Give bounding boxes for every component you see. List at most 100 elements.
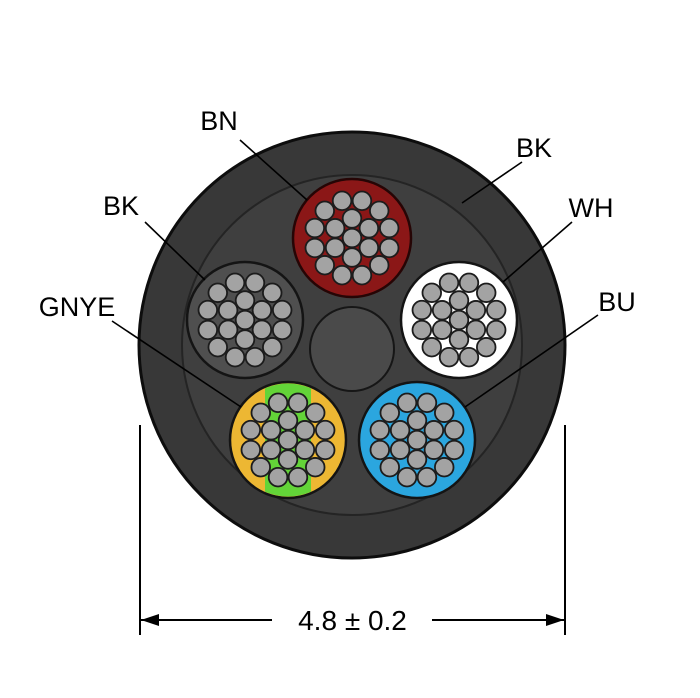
wire-strand xyxy=(431,319,453,340)
wire-strand xyxy=(416,466,438,488)
conductor-bn xyxy=(291,177,413,299)
wire-strand xyxy=(251,300,273,321)
wire-strand xyxy=(416,392,438,414)
leader-line-bk-right xyxy=(461,161,523,204)
leader-line-bk-left xyxy=(144,221,206,281)
wire-strand xyxy=(305,402,326,423)
wire-strand xyxy=(324,237,346,258)
wire-strand xyxy=(267,466,289,488)
wire-strand xyxy=(294,420,316,441)
conductor-label-bk-left: BK xyxy=(103,191,139,221)
wire-strand xyxy=(271,299,293,321)
wire-strand xyxy=(431,300,453,321)
wire-strand xyxy=(379,402,400,423)
conductor-label-wh: WH xyxy=(569,193,614,223)
wire-strand xyxy=(423,439,445,460)
wire-strand xyxy=(438,272,460,294)
conductor-bu xyxy=(357,380,477,500)
wire-strand xyxy=(240,439,262,461)
wire-strand xyxy=(207,337,228,358)
conductor-bk-left xyxy=(185,260,305,380)
wire-strand xyxy=(240,419,262,441)
wire-strand xyxy=(260,420,282,441)
wire-strand xyxy=(411,319,433,341)
dimension-arrow-right xyxy=(546,614,564,626)
wire-strand xyxy=(369,439,391,461)
wire-strand xyxy=(485,319,507,341)
conductor-gnye xyxy=(228,380,348,500)
wire-strand xyxy=(287,392,309,414)
leader-line-gnye xyxy=(111,320,242,408)
wire-strand xyxy=(411,299,433,321)
wire-strand xyxy=(197,319,219,341)
wire-strand xyxy=(458,346,480,368)
wire-strand xyxy=(434,402,455,423)
wire-strand xyxy=(358,218,380,239)
wire-strand xyxy=(234,290,256,311)
conductor-wh xyxy=(399,260,519,380)
wire-strand xyxy=(331,264,353,286)
wire-strand xyxy=(465,300,487,321)
wire-strand xyxy=(314,200,335,221)
wire-strand xyxy=(476,282,497,303)
wire-strand xyxy=(448,329,470,350)
dimension-arrow-left xyxy=(141,614,159,626)
wire-strand xyxy=(244,346,266,368)
wire-strand xyxy=(251,319,273,340)
wire-strand xyxy=(217,300,239,321)
wire-strand xyxy=(421,282,442,303)
wire-strand xyxy=(379,457,400,478)
wire-strand xyxy=(277,449,299,470)
wire-strand xyxy=(389,439,411,460)
wire-strand xyxy=(458,272,480,294)
wire-strand xyxy=(197,299,219,321)
wire-strand xyxy=(271,319,293,341)
wire-strand xyxy=(262,337,283,358)
wire-strand xyxy=(369,419,391,441)
wire-strand xyxy=(351,190,373,212)
wire-strand xyxy=(438,346,460,368)
wire-strand xyxy=(465,319,487,340)
wire-strand xyxy=(389,420,411,441)
wire-strand xyxy=(287,466,309,488)
leader-line-bu xyxy=(464,314,599,408)
wire-strand xyxy=(378,237,400,259)
wire-strand xyxy=(351,264,373,286)
wire-strand xyxy=(267,392,289,414)
leader-line-bn xyxy=(239,139,308,201)
wire-strand xyxy=(331,190,353,212)
wire-strand xyxy=(406,429,428,451)
wire-strand xyxy=(294,439,316,460)
wire-strand xyxy=(423,420,445,441)
wire-strand xyxy=(314,419,336,441)
center-filler xyxy=(309,306,395,392)
wire-strand xyxy=(224,272,246,294)
wire-strand xyxy=(369,255,390,276)
wire-strand xyxy=(396,466,418,488)
wire-strand xyxy=(448,309,470,331)
leader-line-wh xyxy=(502,221,573,283)
wire-strand xyxy=(369,200,390,221)
wire-strand xyxy=(304,237,326,259)
wire-strand xyxy=(244,272,266,294)
wire-strand xyxy=(250,402,271,423)
wire-strand xyxy=(485,299,507,321)
wire-strand xyxy=(324,218,346,239)
wire-strand xyxy=(443,439,465,461)
wire-strand xyxy=(260,439,282,460)
wire-strand xyxy=(448,290,470,311)
wire-strand xyxy=(341,247,363,268)
wire-strand xyxy=(396,392,418,414)
wire-strand xyxy=(341,208,363,229)
conductor-label-bk-right: BK xyxy=(516,133,552,163)
wire-strand xyxy=(234,329,256,350)
wire-strand xyxy=(443,419,465,441)
wire-strand xyxy=(406,410,428,431)
wire-strand xyxy=(207,282,228,303)
wire-strand xyxy=(341,227,363,249)
wire-strand xyxy=(277,410,299,431)
conductor-label-bu: BU xyxy=(598,287,636,317)
wire-strand xyxy=(277,429,299,451)
